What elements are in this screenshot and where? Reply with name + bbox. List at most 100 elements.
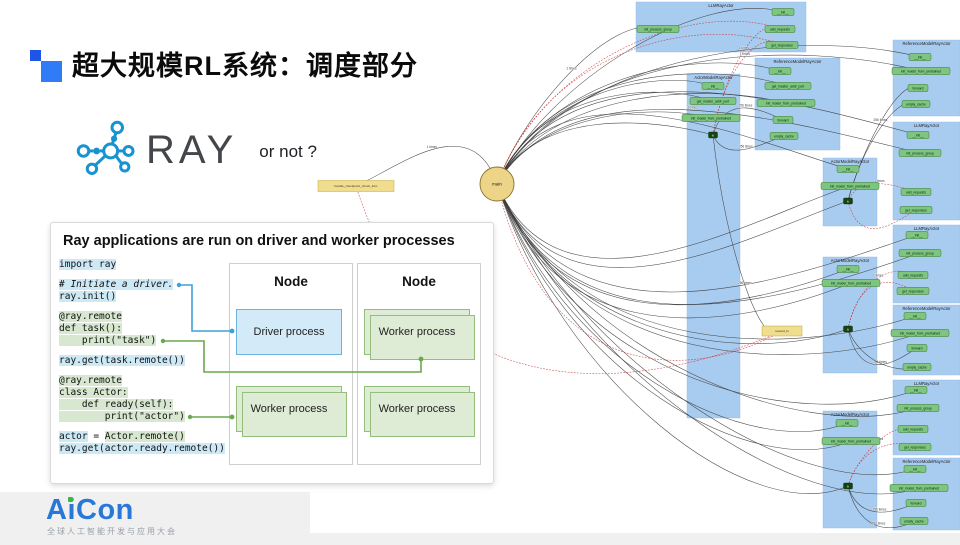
code-segment: print("actor") xyxy=(59,411,185,422)
node-label: get_responses xyxy=(902,289,924,293)
node-label: __init__ xyxy=(776,10,789,14)
graph-edge xyxy=(496,183,917,405)
graph-node-__init__ xyxy=(768,67,792,75)
code-line: class Actor: xyxy=(59,387,225,399)
cluster-box-c2 xyxy=(686,73,741,419)
edge-label: 256 times xyxy=(738,281,752,285)
graph-node-forward xyxy=(905,499,927,507)
graph-edge xyxy=(496,183,848,432)
node-label: add_requests xyxy=(770,27,790,31)
code-segment: ray.get(actor.ready.remote()) xyxy=(59,443,225,454)
title-mark-large-square xyxy=(41,61,62,82)
edge-label: 256 times xyxy=(738,103,752,107)
cluster-box-c8 xyxy=(822,256,878,374)
code-line xyxy=(59,423,225,431)
graph-edge xyxy=(496,93,787,185)
graph-edge xyxy=(496,80,714,185)
graph-edge xyxy=(355,185,783,374)
cluster-label: LLMRayActor xyxy=(914,226,940,231)
code-line xyxy=(59,347,225,355)
graph-edge xyxy=(496,62,781,185)
graph-node-init_model_from_pretrained xyxy=(821,279,881,287)
graph-node-init_process_group xyxy=(898,249,942,257)
graph-node-init_process_group xyxy=(636,25,680,33)
code-segment: ray.get(task.remote()) xyxy=(59,355,185,366)
code-segment: ray.init() xyxy=(59,291,117,302)
node-box-2: Node Worker process Worker process xyxy=(357,263,481,465)
node-label: __init__ xyxy=(841,267,854,271)
graph-edge xyxy=(496,54,922,185)
aicon-logo: AiCon xyxy=(46,494,134,527)
graph-node-get_responses xyxy=(765,41,799,49)
node-label: __init__ xyxy=(773,69,786,73)
graph-node-hcc xyxy=(317,180,395,192)
code-line: def task(): xyxy=(59,323,225,335)
graph-node-empty_cache xyxy=(902,363,932,371)
graph-node-__init__ xyxy=(771,8,795,16)
graph-edge xyxy=(496,183,921,355)
node-label: init_process_group xyxy=(906,251,934,255)
graph-edge xyxy=(496,183,918,293)
edge-label: 256 times xyxy=(873,508,887,512)
node-label: fit xyxy=(712,133,714,137)
node-label: reward_fn xyxy=(775,329,789,333)
code-segment: import ray xyxy=(59,259,117,270)
node-label: get_master_addr_port xyxy=(772,84,805,88)
node-label: init_process_group xyxy=(644,27,672,31)
edge-label: 256 times xyxy=(872,522,886,526)
cluster-label: LLMRayActor xyxy=(914,123,940,128)
code-line: actor = Actor.remote() xyxy=(59,431,225,443)
or-not-text: or not ? xyxy=(259,142,317,161)
node-label: empty_cache xyxy=(906,102,926,106)
node-label: empty_cache xyxy=(907,365,927,369)
graph-node-get_responses xyxy=(898,443,932,451)
node-label: init_process_group xyxy=(906,151,934,155)
graph-node-get_master_addr_port xyxy=(764,82,812,90)
graph-edge xyxy=(847,328,918,365)
graph-edge xyxy=(496,183,783,361)
graph-edge xyxy=(496,109,921,185)
node-label: empty_cache xyxy=(904,519,924,523)
graph-node-forward xyxy=(907,84,929,92)
graph-node-main xyxy=(479,166,515,202)
node-box-title: Node xyxy=(274,274,308,289)
code-line: @ray.remote xyxy=(59,311,225,323)
code-line xyxy=(59,271,225,279)
code-line xyxy=(59,367,225,375)
graph-node-empty_cache xyxy=(769,132,799,140)
graph-node-add_requests xyxy=(900,188,932,196)
code-line: ray.get(actor.ready.remote()) xyxy=(59,443,225,455)
graph-node-add_requests xyxy=(897,425,929,433)
worker-process-box: Worker process xyxy=(364,309,475,360)
node-label: get_responses xyxy=(904,445,926,449)
node-label: __init__ xyxy=(908,467,921,471)
graph-node-init_model_from_pretrained xyxy=(889,484,949,492)
graph-edge xyxy=(496,183,919,417)
node-label: init_model_from_pretrained xyxy=(831,281,871,285)
graph-node-init_process_group xyxy=(896,404,940,412)
edge-label: 1 times xyxy=(873,274,884,278)
graph-node-init_model_from_pretrained xyxy=(820,182,880,190)
code-line: def ready(self): xyxy=(59,399,225,411)
graph-node-__init__ xyxy=(904,386,928,394)
graph-node-__init__ xyxy=(906,131,930,139)
node-box-1: Node Driver process Worker process xyxy=(229,263,353,465)
graph-edge xyxy=(712,26,781,136)
graph-node-get_master_addr_port xyxy=(689,97,737,105)
graph-node-add_requests xyxy=(764,25,796,33)
code-line xyxy=(59,303,225,311)
graph-node-__init__ xyxy=(905,231,929,239)
node-label: init_model_from_pretrained xyxy=(900,331,940,335)
node-label: empty_cache xyxy=(774,134,794,138)
code-line: # Initiate a driver. xyxy=(59,279,225,291)
graph-edge xyxy=(847,200,917,229)
cluster-label: ActorModelRayActor xyxy=(831,258,870,263)
graph-node-fit xyxy=(843,325,853,333)
node-label: fit xyxy=(847,199,849,203)
code-line: print("task") xyxy=(59,335,225,347)
graph-node-__init__ xyxy=(701,82,725,90)
cluster-label: LLMRayActor xyxy=(708,3,734,8)
node-label: init_process_group xyxy=(904,406,932,410)
graph-edge xyxy=(496,26,659,185)
node-label: init_model_from_pretrained xyxy=(899,486,939,490)
